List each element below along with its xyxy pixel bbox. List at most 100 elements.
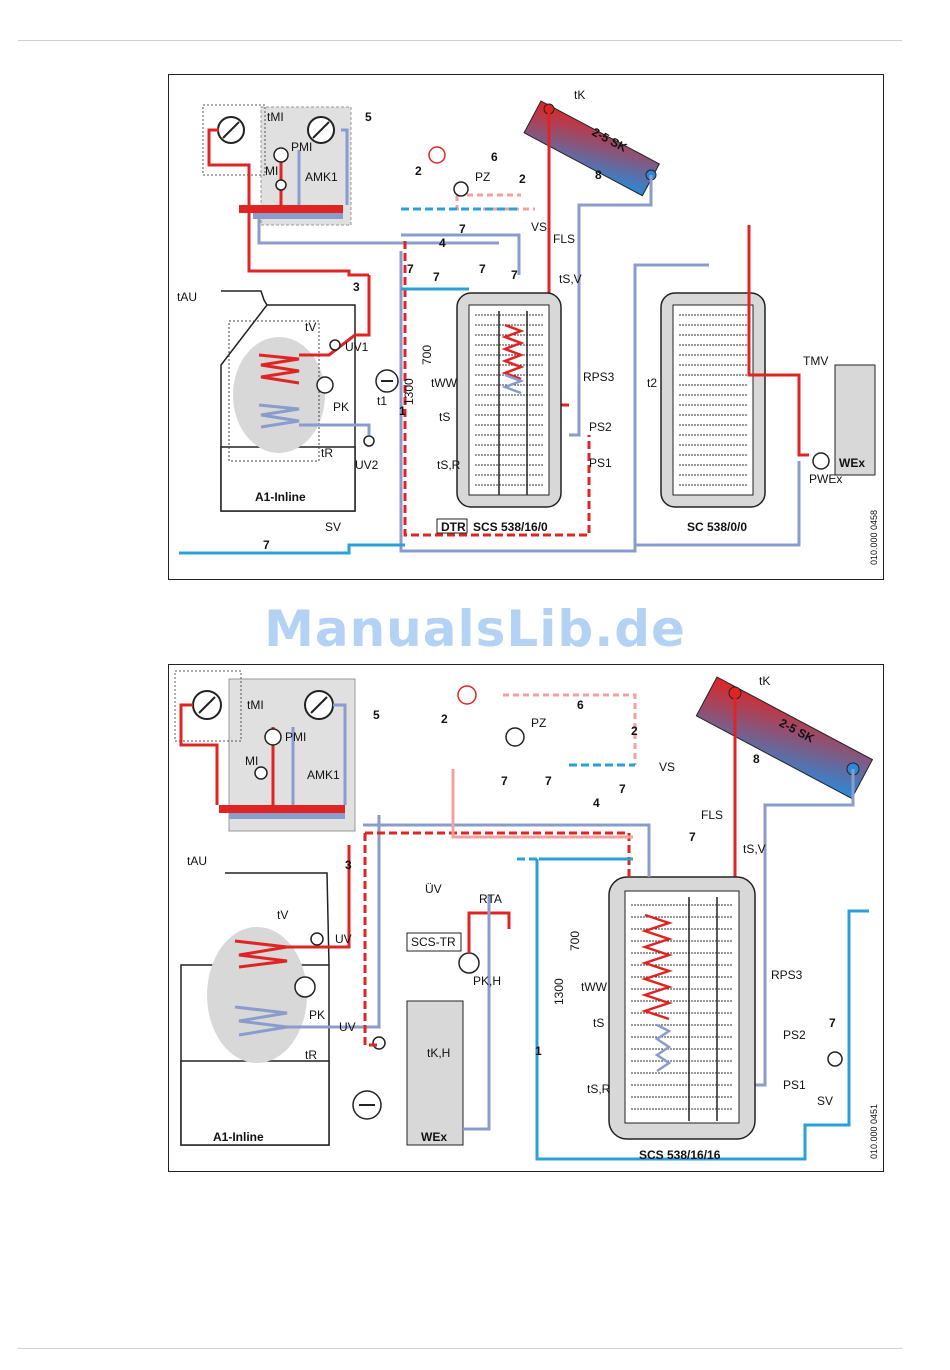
label-t2: t2 <box>647 376 657 390</box>
label-pmi: PMI <box>291 140 312 154</box>
label-7a: 7 <box>459 222 466 236</box>
label2-7b: 7 <box>545 774 552 788</box>
label2-5: 5 <box>373 708 380 722</box>
label-uv1: UV1 <box>345 340 369 354</box>
label-2b: 2 <box>519 172 526 186</box>
diagram-2-id: 010.000 0451 <box>869 1104 879 1159</box>
valve-uv-icon-2 <box>310 932 324 946</box>
label2-tww: tWW <box>581 980 608 994</box>
label2-tkh: tK,H <box>427 1046 450 1060</box>
label2-7e: 7 <box>829 1016 836 1030</box>
pressure-gauge-icon <box>827 1051 843 1067</box>
label2-scs: SCS 538/16/16 <box>639 1148 721 1162</box>
label-tmv: TMV <box>803 354 828 368</box>
pump-pz-icon-1 <box>453 181 469 197</box>
label-wex: WEx <box>839 456 865 470</box>
label2-amk1: AMK1 <box>307 768 340 782</box>
label-pz: PZ <box>475 170 490 184</box>
solar-collector-2 <box>695 676 874 800</box>
heating-circuit-box-2 <box>174 670 242 742</box>
wex-box-2 <box>406 1000 464 1146</box>
label2-1: 1 <box>535 1044 542 1058</box>
label2-2a: 2 <box>441 712 448 726</box>
manifold-return <box>253 213 343 219</box>
solar-collector <box>523 100 660 197</box>
label-ps1: PS1 <box>589 456 612 470</box>
label2-7d: 7 <box>689 830 696 844</box>
pump-pkh-icon <box>458 952 480 974</box>
label-tr: tR <box>321 446 333 460</box>
label-ps2: PS2 <box>589 420 612 434</box>
label-amk1: AMK1 <box>305 170 338 184</box>
diagram-1-panel: tK 2-5 SK 8 2 2 6 PZ tMI PMI MI AMK1 5 7… <box>168 74 884 580</box>
valve-uv-lower-icon-2 <box>372 1036 386 1050</box>
label2-tau: tAU <box>187 854 207 868</box>
label-pwex: PWEx <box>809 472 842 486</box>
label2-tr: tR <box>305 1048 317 1062</box>
label2-uvb: UV <box>339 1020 356 1034</box>
label2-pkh: PK,H <box>473 974 501 988</box>
label2-wex: WEx <box>421 1130 447 1144</box>
pump-pwex-icon <box>812 452 830 470</box>
label-t1: t1 <box>377 394 387 408</box>
valve-uv1-icon <box>329 339 341 351</box>
label-7f: 7 <box>263 538 270 552</box>
label-1: 1 <box>399 404 406 418</box>
scs-tr-box <box>406 932 462 952</box>
label-tmi: tMI <box>267 110 284 124</box>
label2-rps3: RPS3 <box>771 968 803 982</box>
label-tv: tV <box>305 320 316 334</box>
label-mi: MI <box>265 164 278 178</box>
label2-7c: 7 <box>619 782 626 796</box>
label-a1-inline: A1-Inline <box>255 490 306 504</box>
manifold-supply-2 <box>219 805 345 813</box>
mixer-mi-icon-2 <box>254 766 268 780</box>
label-4: 4 <box>439 236 446 250</box>
label2-tmi: tMI <box>247 698 264 712</box>
label-8: 8 <box>595 168 602 182</box>
shower-icon-2 <box>457 685 477 705</box>
dtr-box <box>436 518 468 534</box>
label-scs: SCS 538/16/0 <box>473 520 548 534</box>
label2-vs: VS <box>659 760 675 774</box>
pump-pk-icon-2 <box>294 976 316 998</box>
label2-tv: tV <box>277 908 288 922</box>
label2-fls: FLS <box>701 808 723 822</box>
label2-6: 6 <box>577 698 584 712</box>
pump-pmi-icon-2 <box>264 728 282 746</box>
mixer-mi-icon <box>275 179 287 191</box>
label-dtr: DTR <box>441 520 466 534</box>
label2-tsr: tS,R <box>587 1082 611 1096</box>
label-3: 3 <box>353 280 360 294</box>
label-7d: 7 <box>479 262 486 276</box>
label2-ts: tS <box>593 1016 604 1030</box>
label2-8: 8 <box>753 752 760 766</box>
label2-tk: tK <box>759 674 770 688</box>
wex-box-1 <box>834 364 876 476</box>
label-tsv: tS,V <box>559 272 582 286</box>
label-2a: 2 <box>415 164 422 178</box>
label2-7a: 7 <box>501 774 508 788</box>
label2-1300: 1300 <box>552 978 566 1005</box>
label-6: 6 <box>491 150 498 164</box>
label-tsr: tS,R <box>437 458 461 472</box>
diagram-2-svg: tK 2-5 SK 8 2 2 6 PZ tMI PMI MI AMK1 5 7… <box>174 670 879 1162</box>
label2-ps1: PS1 <box>783 1078 806 1092</box>
manifold-supply <box>239 205 343 213</box>
label2-700: 700 <box>568 931 582 951</box>
watermark: ManualsLib.de <box>264 600 686 658</box>
label-tk: tK <box>574 88 585 102</box>
label2-pz: PZ <box>531 716 546 730</box>
bottom-rule <box>18 1348 902 1349</box>
label2-pk: PK <box>309 1008 325 1022</box>
shower-icon-1 <box>428 146 446 164</box>
label-fls: FLS <box>553 232 575 246</box>
label2-tsv: tS,V <box>743 842 766 856</box>
label2-scstr: SCS-TR <box>411 935 456 949</box>
label-uv2: UV2 <box>355 458 379 472</box>
label-sv: SV <box>325 520 341 534</box>
label2-a1: A1-Inline <box>213 1130 264 1144</box>
label2-2b: 2 <box>631 724 638 738</box>
label-tww: tWW <box>431 376 458 390</box>
pump-pk-icon <box>316 376 334 394</box>
